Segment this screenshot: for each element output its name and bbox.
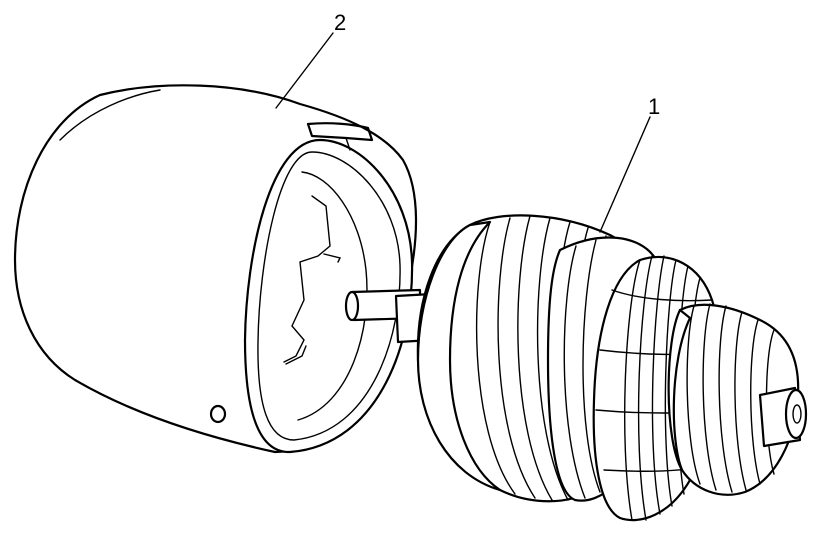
callout-label-2: 2	[334, 10, 346, 35]
callout-2: 2	[275, 10, 346, 109]
callout-label-1: 1	[648, 94, 660, 119]
leader-line-1	[599, 116, 651, 233]
callout-1: 1	[599, 94, 660, 233]
housing-cover	[13, 84, 418, 454]
leader-line-2	[275, 32, 334, 109]
rotor-armature	[416, 214, 808, 522]
collar-ribs	[686, 303, 775, 493]
